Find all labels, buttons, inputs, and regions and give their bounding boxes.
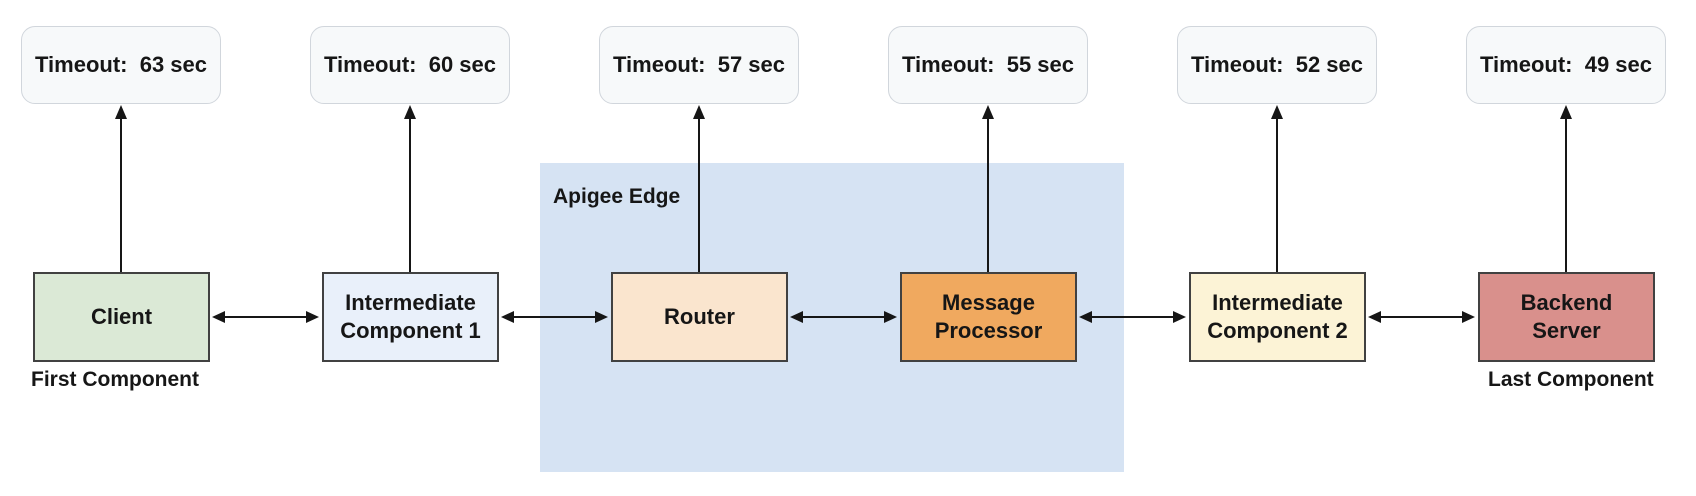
node-label: Router	[664, 303, 735, 329]
arrow-intermediate-1-to-timeout	[404, 105, 416, 272]
node-client: Client	[33, 272, 210, 362]
caption-first-component: First Component	[31, 368, 199, 391]
timeout-pill-client: Timeout: 63 sec	[21, 26, 221, 104]
node-label: Message Processor	[934, 289, 1043, 343]
timeout-text: Timeout: 49 sec	[1480, 52, 1652, 77]
node-intermediate-component-1: Intermediate Component 1	[322, 272, 499, 362]
apigee-edge-label: Apigee Edge	[553, 185, 681, 208]
timeout-text: Timeout: 60 sec	[324, 52, 496, 77]
node-label: Client	[90, 303, 153, 329]
timeout-text: Timeout: 63 sec	[35, 52, 207, 77]
node-message-processor: Message Processor	[900, 272, 1077, 362]
node-label: Backend Server	[1520, 289, 1613, 343]
timeout-pill-backend: Timeout: 49 sec	[1466, 26, 1666, 104]
timeout-pill-intermediate-2: Timeout: 52 sec	[1177, 26, 1377, 104]
timeout-text: Timeout: 52 sec	[1191, 52, 1363, 77]
timeout-pill-message-processor: Timeout: 55 sec	[888, 26, 1088, 104]
node-backend-server: Backend Server	[1478, 272, 1655, 362]
arrow-intermediate-2-backend	[1368, 311, 1475, 323]
node-router: Router	[611, 272, 788, 362]
timeout-pill-router: Timeout: 57 sec	[599, 26, 799, 104]
node-label: Intermediate Component 2	[1207, 289, 1348, 343]
timeout-text: Timeout: 57 sec	[613, 52, 785, 77]
caption-last-component: Last Component	[1488, 368, 1654, 391]
node-intermediate-component-2: Intermediate Component 2	[1189, 272, 1366, 362]
arrow-client-intermediate-1	[212, 311, 319, 323]
timeout-text: Timeout: 55 sec	[902, 52, 1074, 77]
timeout-pill-intermediate-1: Timeout: 60 sec	[310, 26, 510, 104]
node-label: Intermediate Component 1	[340, 289, 481, 343]
arrow-client-to-timeout	[115, 105, 127, 272]
arrow-backend-to-timeout	[1560, 105, 1572, 272]
arrow-intermediate-2-to-timeout	[1271, 105, 1283, 272]
